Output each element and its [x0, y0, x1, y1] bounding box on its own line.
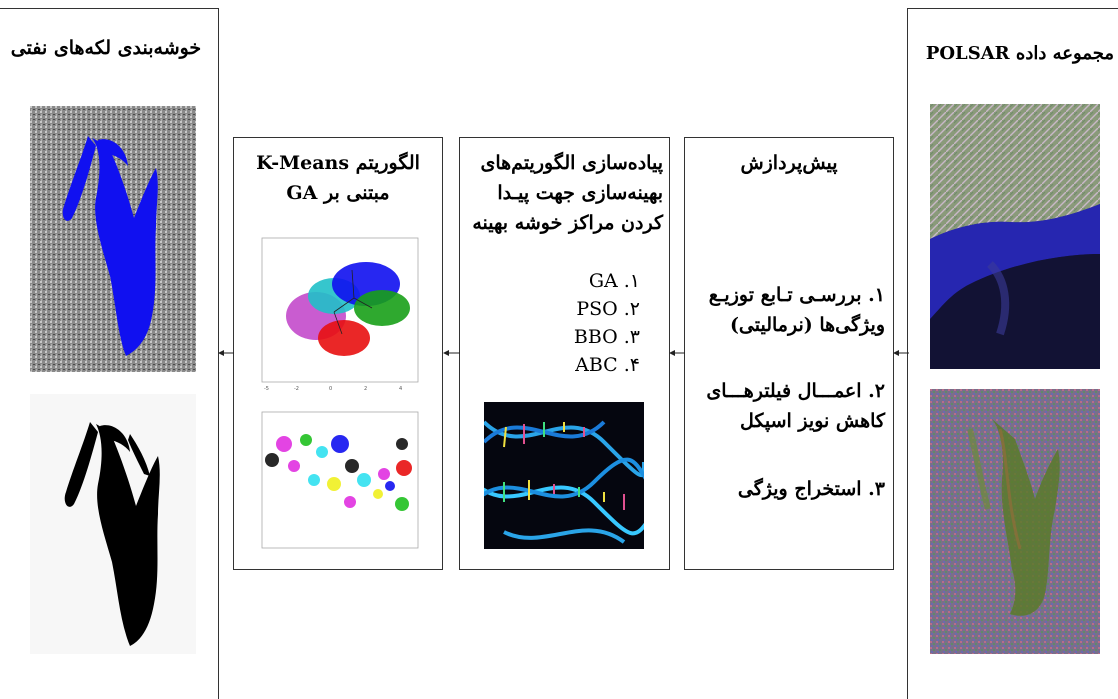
- svg-text:-5: -5: [264, 386, 269, 392]
- svg-text:-2: -2: [294, 386, 299, 392]
- dataset-box: مجموعه داده POLSAR: [907, 8, 1118, 699]
- preprocess-box: پیش‌پردازش ۱. بررسـی تـابع توزیـع ویژگی‌…: [684, 137, 894, 570]
- kmeans-box: الگوریتم K-Means مبتنی بر GA -5 -2 0 2 4: [233, 137, 443, 570]
- optimization-title: پیاده‌سازی الگوریتم‌های بهینه‌سازی جهت پ…: [472, 152, 663, 234]
- optimization-item-3: BBO .۳: [573, 326, 640, 348]
- svg-text:0: 0: [329, 386, 332, 392]
- svg-text:2: 2: [364, 386, 367, 392]
- arrow-left-icon: [669, 350, 685, 356]
- preprocess-item-3: ۳. استخراج ویژگی: [737, 478, 885, 500]
- optimization-item-4: ABC .۴: [575, 354, 640, 376]
- polsar-composite-image: [930, 389, 1100, 654]
- dna-helix-image: [484, 402, 644, 549]
- preprocess-item-2: ۲. اعمـــال فیلترهـــای کاهش نویز اسپکل: [706, 380, 885, 432]
- cluster-scatter-plot: [254, 408, 422, 558]
- arrow-left-icon: [893, 350, 909, 356]
- optimization-item-2: PSO .۲: [576, 298, 640, 320]
- svg-text:4: 4: [399, 386, 402, 392]
- optimization-item-1: GA .۱: [588, 270, 640, 292]
- arrow-left-icon: [443, 350, 460, 356]
- voronoi-scatter-plot: -5 -2 0 2 4: [254, 234, 422, 394]
- polsar-rgb-image: [930, 104, 1100, 369]
- preprocess-item-1: ۱. بررسـی تـابع توزیـع ویژگی‌ها (نرمالیت…: [708, 284, 885, 336]
- arrow-left-icon: [218, 350, 234, 356]
- dataset-title: مجموعه داده POLSAR: [925, 43, 1114, 64]
- preprocess-title: پیش‌پردازش: [740, 152, 838, 174]
- result-box: خوشه‌بندی لکه‌های نفتی: [0, 8, 219, 699]
- oil-slick-blue-image: [30, 106, 196, 372]
- oil-slick-binary-image: [30, 394, 196, 654]
- result-title: خوشه‌بندی لکه‌های نفتی: [10, 37, 202, 59]
- kmeans-title: الگوریتم K-Means مبتنی بر GA: [256, 152, 420, 204]
- optimization-box: پیاده‌سازی الگوریتم‌های بهینه‌سازی جهت پ…: [459, 137, 670, 570]
